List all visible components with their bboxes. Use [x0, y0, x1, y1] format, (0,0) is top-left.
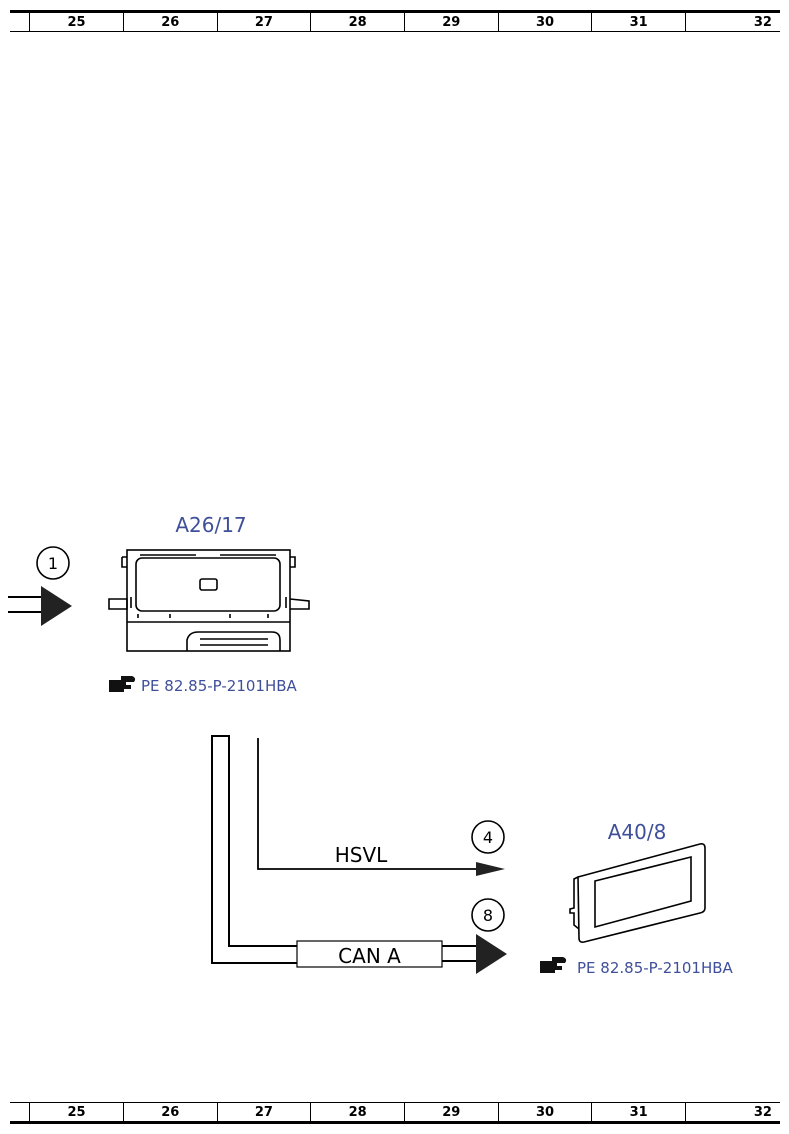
marker-4-label: 4 — [483, 828, 493, 847]
ruler-column: 29 — [405, 1103, 499, 1121]
column-ruler-bottom: 25 26 27 28 29 30 31 32 — [10, 1102, 780, 1124]
marker-4: 4 — [471, 820, 505, 854]
marker-1-label: 1 — [48, 554, 58, 573]
component-label-a26-17: A26/17 — [175, 513, 246, 537]
ruler-column: 30 — [499, 1103, 593, 1121]
hand-pointer-icon — [540, 957, 567, 973]
ruler-column: 26 — [124, 1103, 218, 1121]
component-label-a40-8: A40/8 — [608, 820, 667, 844]
ruler-column: 27 — [218, 1103, 312, 1121]
hand-pointer-icon — [109, 676, 136, 692]
ruler-column: 27 — [218, 13, 312, 31]
ruler-column: 25 — [30, 13, 124, 31]
column-ruler-top: 25 26 27 28 29 30 31 32 — [10, 10, 780, 32]
ruler-column: 29 — [405, 13, 499, 31]
marker-8-label: 8 — [483, 906, 493, 925]
ruler-column: 31 — [592, 1103, 687, 1121]
input-arrow-1 — [8, 586, 72, 626]
a26-17-reference[interactable]: PE 82.85-P-2101HBA — [109, 676, 298, 695]
can-a-label: CAN A — [338, 944, 401, 968]
a40-8-display-icon — [569, 843, 706, 943]
ruler-column: 28 — [311, 13, 405, 31]
a26-17-device-icon — [108, 549, 310, 652]
hsvl-line — [257, 738, 505, 876]
ruler-column: 31 — [592, 13, 687, 31]
ruler-column: 32 — [753, 1105, 772, 1120]
a26-17-ref-text: PE 82.85-P-2101HBA — [141, 677, 298, 695]
can-a-line — [211, 735, 478, 964]
marker-8: 8 — [471, 898, 505, 932]
can-a-arrowhead — [476, 934, 507, 974]
ruler-column: 32 — [753, 15, 772, 30]
can-a-box: CAN A — [296, 940, 443, 968]
a40-8-reference[interactable]: PE 82.85-P-2101HBA — [540, 957, 734, 977]
ruler-column: 30 — [499, 13, 593, 31]
ruler-column: 26 — [124, 13, 218, 31]
a40-8-ref-text: PE 82.85-P-2101HBA — [577, 959, 734, 977]
ruler-gap — [10, 1103, 31, 1121]
marker-1: 1 — [36, 546, 70, 580]
ruler-column: 28 — [311, 1103, 405, 1121]
hsvl-label: HSVL — [335, 843, 388, 867]
ruler-column: 25 — [30, 1103, 124, 1121]
ruler-gap — [10, 13, 31, 31]
